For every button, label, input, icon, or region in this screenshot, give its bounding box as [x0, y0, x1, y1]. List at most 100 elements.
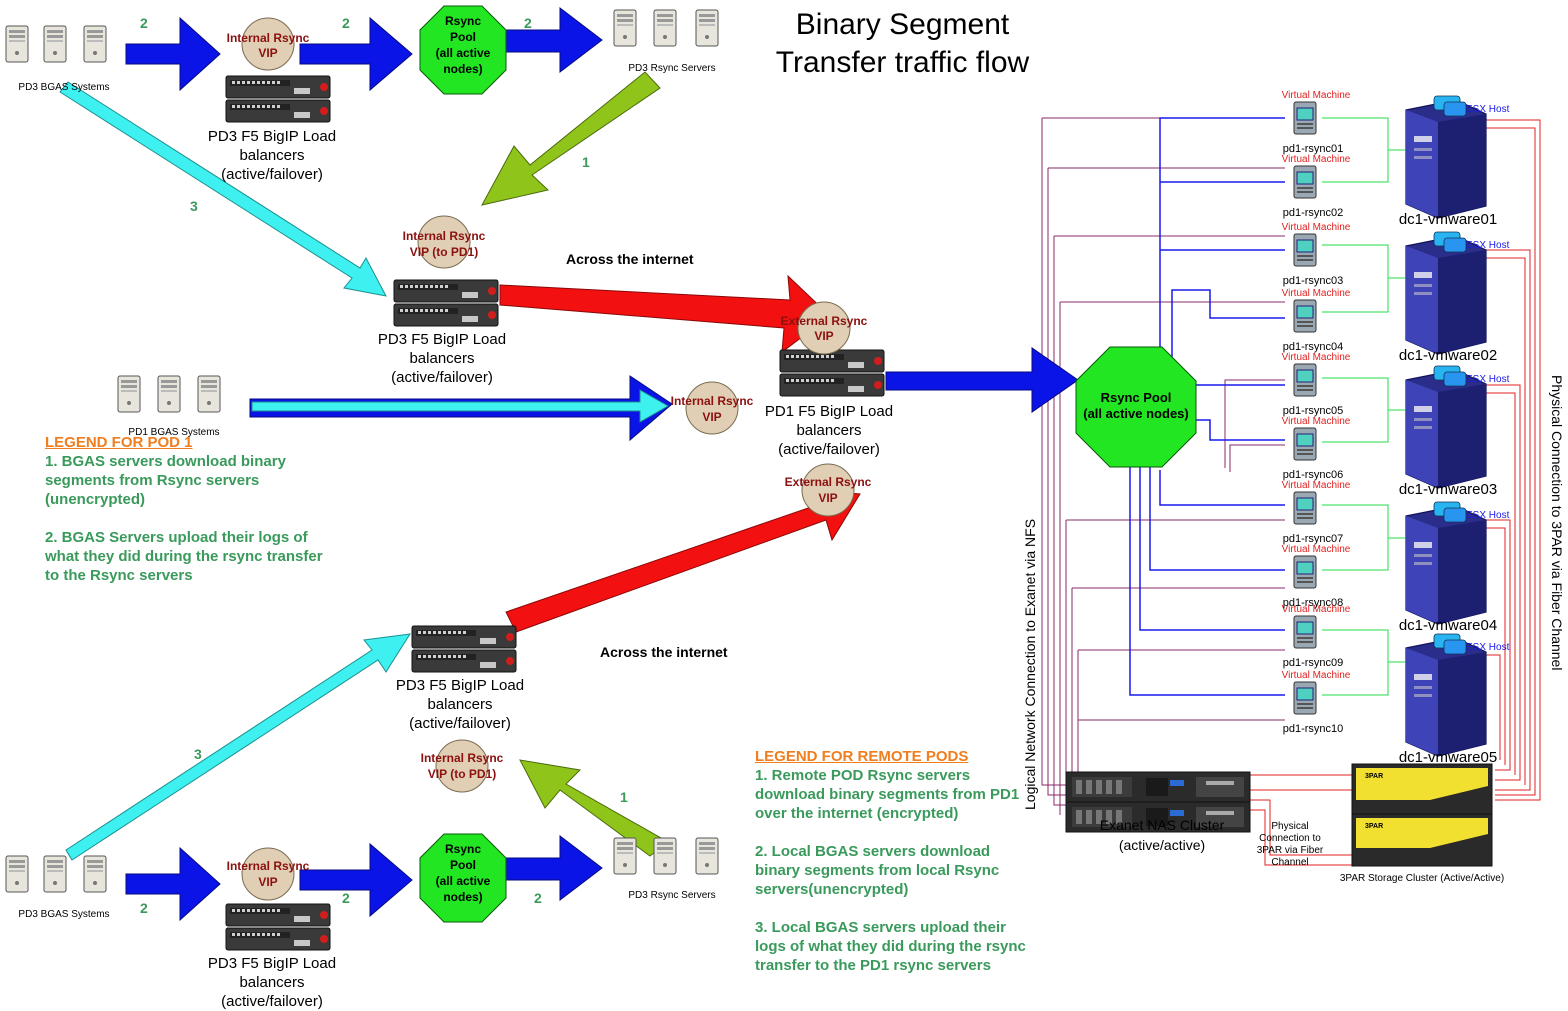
esx-host-label: ESX Host	[1466, 104, 1510, 115]
arrow-remote-bgas-to-f5-cyan	[65, 633, 411, 861]
arrow-remote-f5-to-external-vip-red	[505, 489, 861, 633]
threepar-storage-cluster: 3PAR 3PAR 3PAR Storage Cluster (Active/A…	[1340, 763, 1504, 884]
svg-text:PD3 F5 BigIP Load: PD3 F5 BigIP Load	[208, 128, 336, 145]
pd3-rsync-servers-top: PD3 Rsync Servers	[613, 9, 719, 74]
rsync-pool-top: Rsync Pool (all active nodes)	[419, 5, 507, 95]
virtual-machine-label: Virtual Machine	[1282, 544, 1351, 555]
svg-text:VIP: VIP	[814, 329, 833, 343]
esx-host-label: ESX Host	[1466, 240, 1510, 251]
svg-text:Pool: Pool	[450, 30, 476, 44]
arrow-pd1-f5-to-rsync-pool	[885, 347, 1079, 413]
internal-rsync-vip-to-pd1-bottom: Internal Rsync VIP (to PD1)	[421, 739, 504, 793]
flow-number: 2	[342, 15, 350, 31]
pd3-bgas-systems-bottom: PD3 BGAS Systems	[5, 855, 110, 920]
esx-host-name: dc1-vmware02	[1399, 347, 1497, 364]
vm-pd1-rsync06: Virtual Machine pd1-rsync06	[1282, 416, 1351, 481]
vm-name: pd1-rsync06	[1283, 469, 1344, 481]
svg-text:balancers: balancers	[427, 696, 492, 713]
diagram-title: Binary Segment Transfer traffic flow	[775, 8, 1030, 79]
svg-text:PD3 BGAS Systems: PD3 BGAS Systems	[18, 909, 109, 920]
legend-pod1-title: LEGEND FOR POD 1	[45, 434, 193, 451]
svg-text:3PAR: 3PAR	[1365, 773, 1383, 780]
flow-number: 1	[620, 789, 628, 805]
svg-text:Internal Rsync: Internal Rsync	[421, 751, 504, 765]
vm-server-icon	[1293, 101, 1317, 135]
svg-text:External Rsync: External Rsync	[781, 314, 868, 328]
esx-host-name: dc1-vmware01	[1399, 211, 1497, 228]
svg-text:balancers: balancers	[796, 422, 861, 439]
flow-numbers: 2 2 2 1 3 3 1 2 2 2	[140, 15, 628, 916]
svg-text:Internal Rsync: Internal Rsync	[227, 859, 310, 873]
svg-text:(active/active): (active/active)	[1119, 837, 1205, 853]
pd3-f5-top: PD3 F5 BigIP Load balancers (active/fail…	[208, 75, 336, 183]
arrow-vip-to-pool-bottom	[299, 842, 413, 918]
vm-pd1-rsync09: Virtual Machine pd1-rsync09	[1282, 604, 1351, 669]
vm-server-icon	[1293, 233, 1317, 267]
arrow-pd3-bgas-to-vip-bottom	[125, 846, 221, 922]
esx-host-label: ESX Host	[1466, 374, 1510, 385]
svg-text:nodes): nodes)	[443, 890, 482, 904]
virtual-machine-label: Virtual Machine	[1282, 670, 1351, 681]
svg-text:VIP: VIP	[258, 875, 277, 889]
pd1-f5: PD1 F5 BigIP Load balancers (active/fail…	[765, 349, 893, 458]
svg-text:PD1 F5 BigIP Load: PD1 F5 BigIP Load	[765, 403, 893, 420]
flow-number: 2	[524, 15, 532, 31]
pd3-f5-middle: PD3 F5 BigIP Load balancers (active/fail…	[378, 279, 506, 386]
svg-text:Rsync Pool: Rsync Pool	[1101, 390, 1172, 405]
svg-text:PD3 F5 BigIP Load: PD3 F5 BigIP Load	[378, 331, 506, 348]
legend-remote-item-2: 2. Local BGAS servers download binary se…	[755, 843, 1000, 898]
vm-name: pd1-rsync09	[1283, 657, 1344, 669]
svg-text:VIP: VIP	[702, 410, 721, 424]
internal-rsync-vip-top: Internal Rsync VIP	[227, 17, 310, 71]
svg-text:3PAR: 3PAR	[1365, 823, 1383, 830]
svg-text:(active/failover): (active/failover)	[409, 715, 511, 732]
legend-pod1-item-1: 1. BGAS servers download binary segments…	[45, 453, 286, 508]
svg-text:(all active nodes): (all active nodes)	[1083, 406, 1188, 421]
green-vm-links	[1322, 117, 1405, 696]
legend-remote-pods: LEGEND FOR REMOTE PODS 1. Remote POD Rsy…	[755, 747, 1037, 994]
physical-fiber-label: Physical Connection to 3PAR via Fiber Ch…	[1549, 375, 1565, 670]
arrow-pool-to-rsync-bottom	[504, 834, 603, 902]
svg-text:balancers: balancers	[409, 350, 474, 367]
external-rsync-vip-bottom: External Rsync VIP	[785, 463, 872, 517]
arrow-pd1-bgas-to-internal-vip	[249, 375, 673, 442]
svg-text:Rsync: Rsync	[445, 842, 481, 856]
svg-text:VIP: VIP	[818, 491, 837, 505]
svg-text:(active/failover): (active/failover)	[391, 369, 493, 386]
virtual-machine-label: Virtual Machine	[1282, 416, 1351, 427]
across-internet-bottom: Across the internet	[600, 644, 728, 660]
logical-network-label: Logical Network Connection to Exanet via…	[1022, 519, 1038, 810]
physical-connection-label: Physical Connection to 3PAR via Fiber Ch…	[1257, 821, 1324, 868]
flow-number: 2	[534, 890, 542, 906]
svg-text:3PAR Storage Cluster (Active/A: 3PAR Storage Cluster (Active/Active)	[1340, 873, 1504, 884]
pd3-rsync-servers-bottom: PD3 Rsync Servers	[613, 837, 719, 901]
svg-text:Internal Rsync: Internal Rsync	[671, 394, 754, 408]
rsync-pool-bottom: Rsync Pool (all active nodes)	[419, 833, 507, 923]
vm-name: pd1-rsync02	[1283, 207, 1344, 219]
flow-number: 3	[194, 746, 202, 762]
svg-text:balancers: balancers	[239, 974, 304, 991]
svg-text:VIP (to PD1): VIP (to PD1)	[410, 245, 478, 259]
legend-remote-item-3: 3. Local BGAS servers upload their logs …	[755, 919, 1026, 974]
arrow-pool-to-rsync-top	[504, 6, 603, 74]
pd3-f5-bottom: PD3 F5 BigIP Load balancers (active/fail…	[208, 903, 336, 1010]
svg-text:3PAR via Fiber: 3PAR via Fiber	[1257, 845, 1324, 856]
esx-host-name: dc1-vmware04	[1399, 617, 1497, 634]
virtual-machine-label: Virtual Machine	[1282, 604, 1351, 615]
svg-text:Internal Rsync: Internal Rsync	[403, 229, 486, 243]
vm-server-icon	[1293, 427, 1317, 461]
svg-text:Rsync: Rsync	[445, 14, 481, 28]
svg-text:PD3 BGAS Systems: PD3 BGAS Systems	[18, 82, 109, 93]
arrow-pd3-bgas-to-vip-top	[125, 16, 221, 92]
esx-host-dc1-vmware01: ESX Host dc1-vmware01	[1399, 95, 1510, 228]
svg-text:(all active: (all active	[436, 874, 491, 888]
svg-text:Connection to: Connection to	[1259, 833, 1321, 844]
vm-name: pd1-rsync01	[1283, 143, 1344, 155]
